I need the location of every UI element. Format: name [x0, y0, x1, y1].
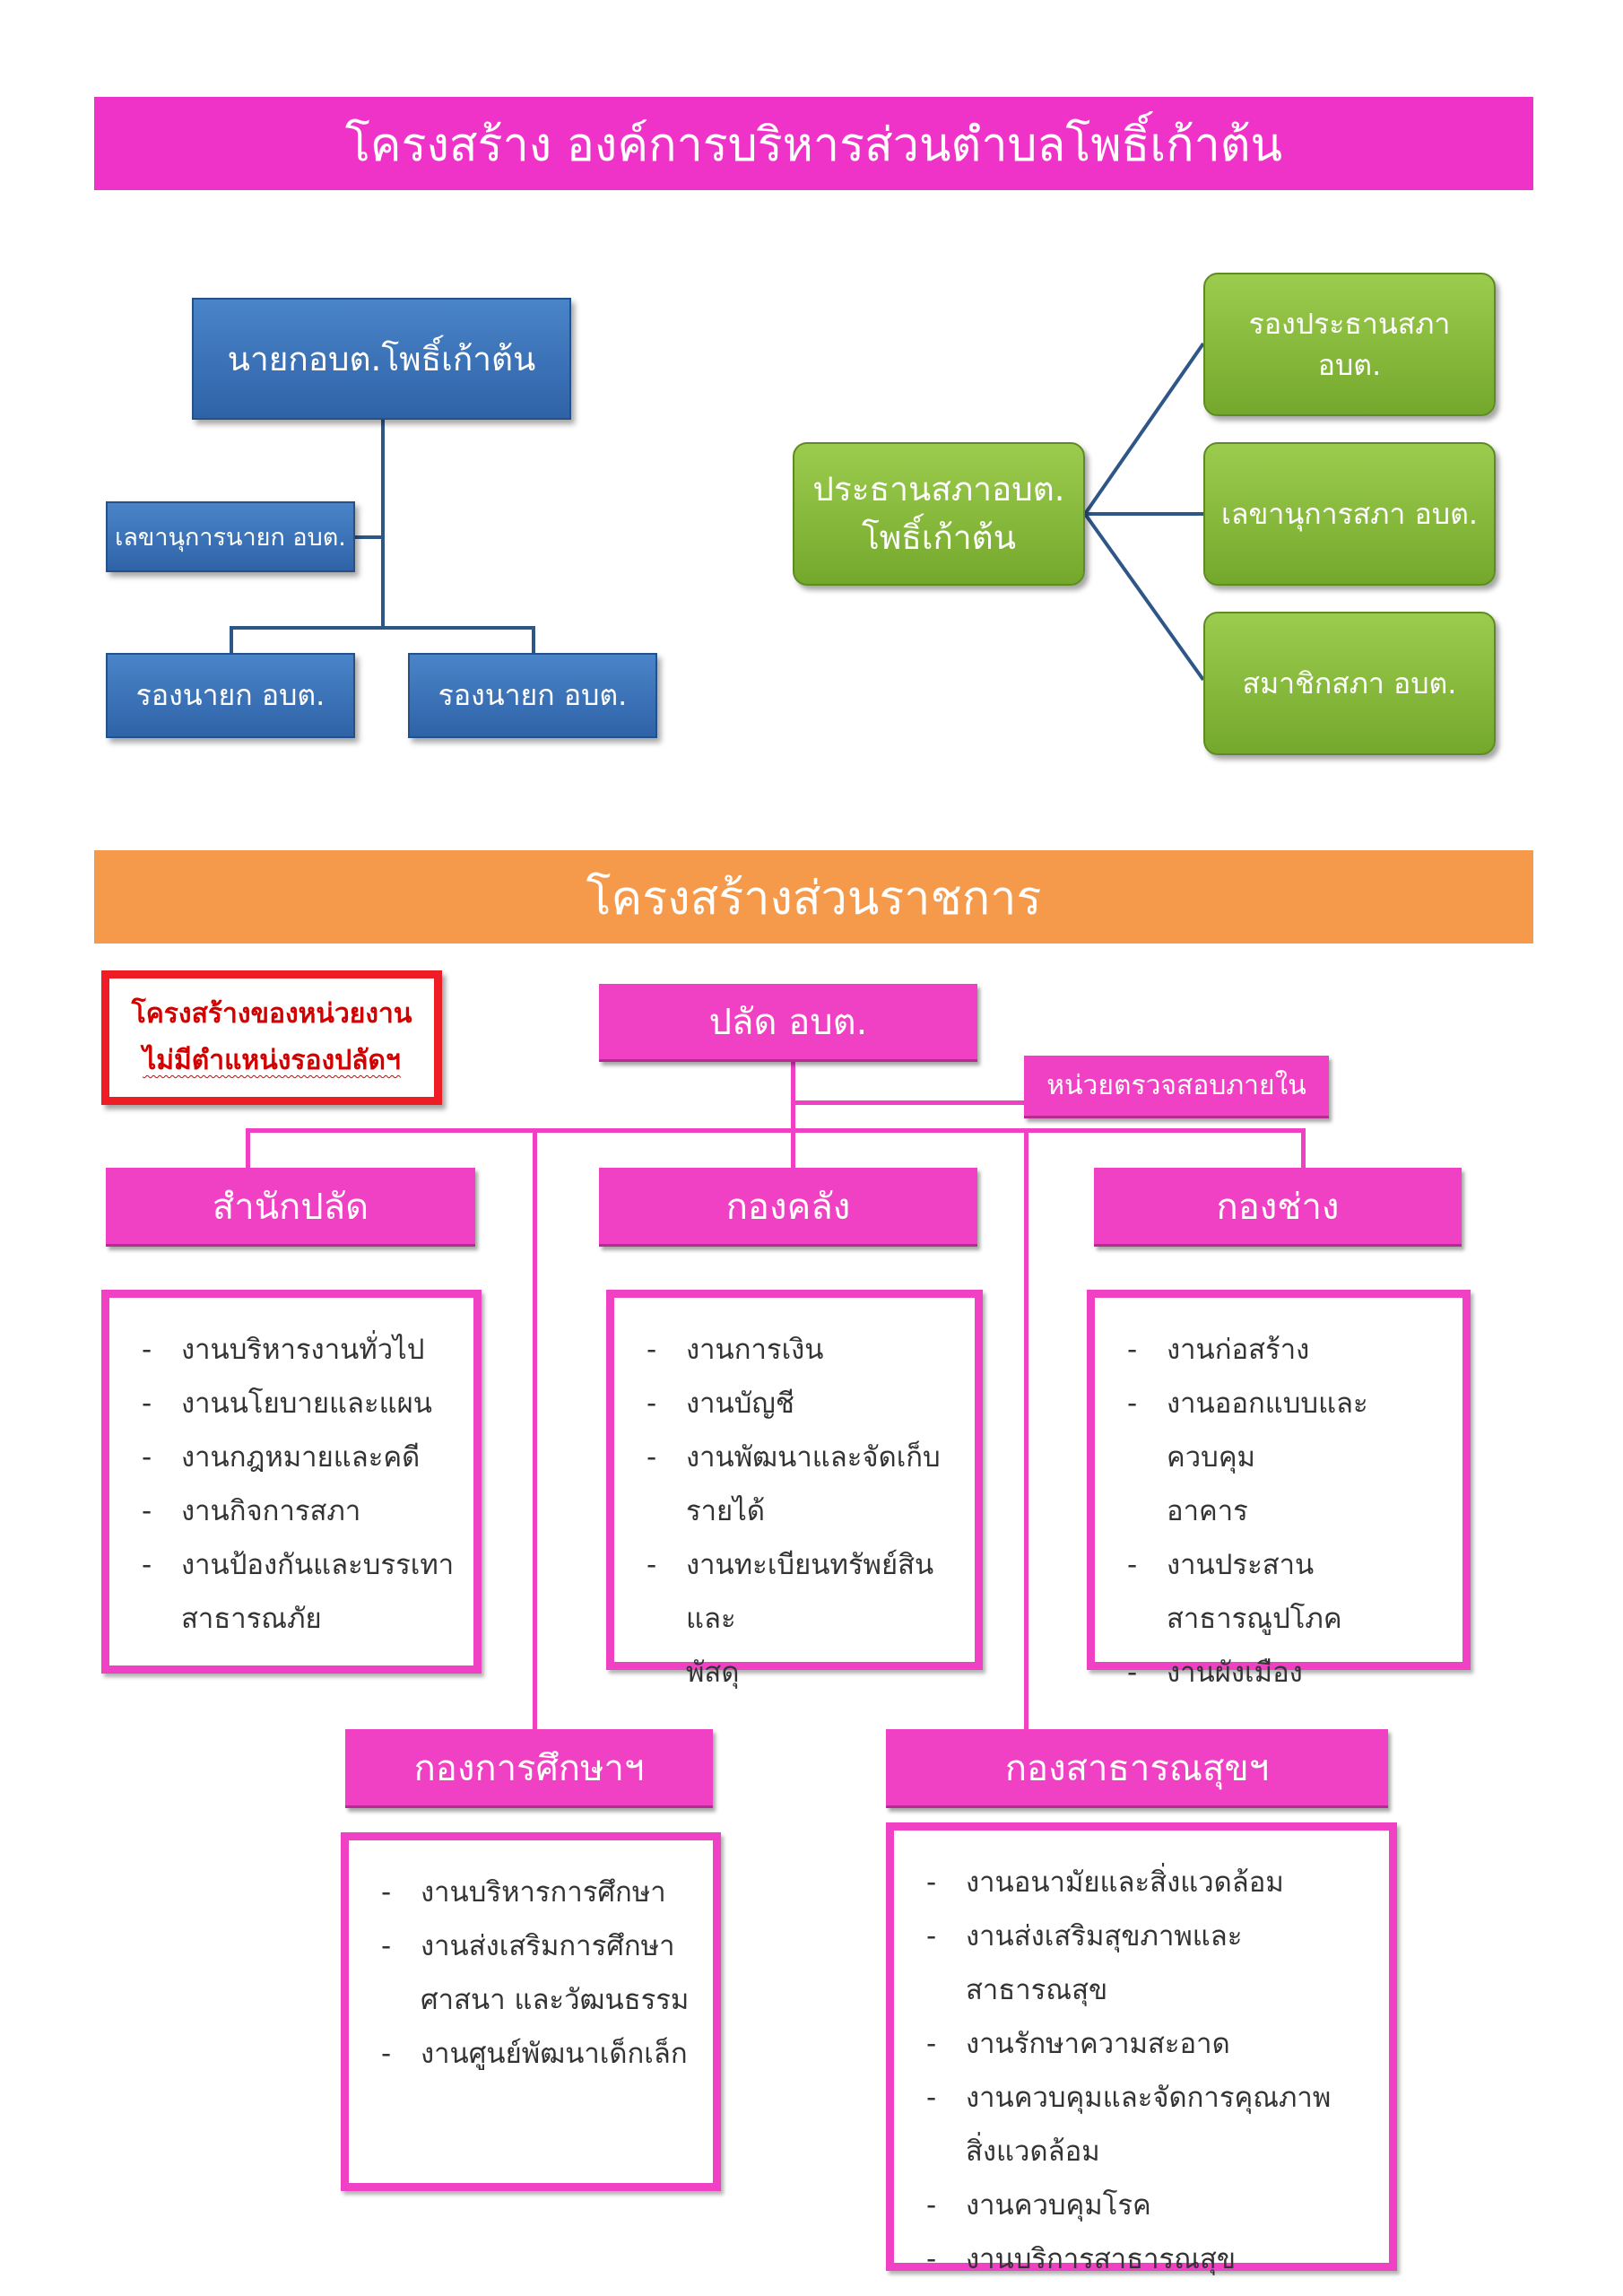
list-item: งานประสาน	[1116, 1538, 1445, 1592]
list-item: งานกิจการสภา	[131, 1484, 456, 1538]
list-item-continuation: พัสดุ	[686, 1657, 740, 1689]
mayor-label: นายกอบต.โพธิ์เก้าต้น	[227, 339, 536, 378]
list-item: งานรักษาความสะอาด	[916, 2017, 1371, 2071]
note-line2: ไม่มีตำแหน่งรองปลัดฯ	[143, 1045, 401, 1076]
division-office-box: สำนักปลัด	[106, 1168, 475, 1247]
list-item: งานผังเมือง	[1116, 1646, 1445, 1700]
health-task-list: งานอนามัยและสิ่งแวดล้อม งานส่งเสริมสุขภา…	[886, 1822, 1397, 2286]
deputy-mayor-box-right: รองนายก อบต.	[408, 653, 657, 738]
division-engineering-label: กองช่าง	[1216, 1186, 1340, 1228]
list-item: งานบริการสาธารณสุข	[916, 2232, 1371, 2286]
list-item-continuation: สาธารณภัย	[181, 1603, 322, 1635]
list-item: งานกฎหมายและคดี	[131, 1431, 456, 1484]
list-item-continuation: รายได้	[686, 1495, 765, 1527]
connector-line	[246, 1128, 1306, 1133]
council-vice-president-box: รองประธานสภา อบต.	[1203, 273, 1496, 416]
division-education-box: กองการศึกษาฯ	[345, 1729, 713, 1808]
deputy-mayor-box-left: รองนายก อบต.	[106, 653, 355, 738]
chief-admin-label: ปลัด อบต.	[708, 1002, 868, 1043]
council-secretary-box: เลขานุการสภา อบต.	[1203, 442, 1496, 586]
council-member-label: สมาชิกสภา อบต.	[1242, 665, 1457, 700]
connector-line	[353, 535, 383, 539]
council-secretary-label: เลขานุการสภา อบต.	[1220, 496, 1479, 531]
council-president-line1: ประธานสภาอบต.	[812, 470, 1065, 509]
internal-audit-label: หน่วยตรวจสอบภายใน	[1046, 1070, 1306, 1101]
list-item: งานทะเบียนทรัพย์สินและ	[636, 1538, 957, 1646]
deputy-mayor-label: รองนายก อบต.	[438, 678, 628, 712]
list-item: งานป้องกันและบรรเทา	[131, 1538, 456, 1592]
page-title-banner: โครงสร้าง องค์การบริหารส่วนตำบลโพธิ์เก้า…	[94, 97, 1533, 190]
council-vice-president-line2: อบต.	[1317, 348, 1382, 382]
admin-structure-title: โครงสร้างส่วนราชการ	[586, 871, 1042, 926]
office-task-list: งานบริหารงานทั่วไป งานนโยบายและแผน งานกฎ…	[101, 1290, 482, 1674]
list-item: งานบริหารงานทั่วไป	[131, 1323, 456, 1377]
list-item: งานออกแบบและควบคุม	[1116, 1377, 1445, 1484]
deputy-mayor-label: รองนายก อบต.	[135, 678, 325, 712]
education-task-list: งานบริหารการศึกษา งานส่งเสริมการศึกษา ศา…	[341, 1832, 721, 2191]
connector-line	[533, 1128, 537, 1729]
list-item: งานควบคุมโรค	[916, 2179, 1371, 2232]
list-item: งานควบคุมและจัดการคุณภาพ	[916, 2071, 1371, 2125]
list-item: งานอนามัยและสิ่งแวดล้อม	[916, 1856, 1371, 1909]
list-item: งานส่งเสริมการศึกษา	[370, 1919, 695, 1973]
list-item: งานบริหารการศึกษา	[370, 1866, 695, 1919]
mayor-secretary-label: เลขานุการนายก อบต.	[115, 524, 346, 552]
list-item-continuation: อาคาร	[1167, 1495, 1248, 1527]
list-item: งานศูนย์พัฒนาเด็กเล็ก	[370, 2027, 695, 2081]
division-engineering-box: กองช่าง	[1094, 1168, 1462, 1247]
note-line1: โครงสร้างของหน่วยงาน	[131, 998, 412, 1030]
connector-line	[230, 626, 233, 653]
page-title: โครงสร้าง องค์การบริหารส่วนตำบลโพธิ์เก้า…	[344, 117, 1283, 172]
council-connectors	[1083, 342, 1205, 682]
connector-line	[532, 626, 535, 653]
connector-line	[230, 626, 535, 630]
list-item: งานก่อสร้าง	[1116, 1323, 1445, 1377]
chief-admin-box: ปลัด อบต.	[599, 984, 977, 1062]
division-office-label: สำนักปลัด	[212, 1186, 369, 1228]
division-health-label: กองสาธารณสุขฯ	[1004, 1747, 1270, 1789]
mayor-secretary-box: เลขานุการนายก อบต.	[106, 501, 355, 572]
connector-line	[1301, 1128, 1306, 1168]
finance-task-list: งานการเงิน งานบัญชี งานพัฒนาและจัดเก็บ ร…	[606, 1290, 983, 1689]
connector-line	[1083, 342, 1205, 516]
admin-structure-banner: โครงสร้างส่วนราชการ	[94, 850, 1533, 944]
connector-line	[791, 1062, 795, 1168]
connector-line	[246, 1128, 250, 1168]
division-health-box: กองสาธารณสุขฯ	[886, 1729, 1388, 1808]
list-item: งานนโยบายและแผน	[131, 1377, 456, 1431]
list-item: งานพัฒนาและจัดเก็บ	[636, 1431, 957, 1484]
connector-line	[1024, 1128, 1028, 1729]
note-box: โครงสร้างของหน่วยงาน ไม่มีตำแหน่งรองปลัด…	[101, 970, 442, 1105]
council-president-box: ประธานสภาอบต. โพธิ์เก้าต้น	[793, 442, 1085, 586]
list-item-continuation: ศาสนา และวัฒนธรรม	[421, 1984, 690, 2016]
list-item: งานบัญชี	[636, 1377, 957, 1431]
division-finance-box: กองคลัง	[599, 1168, 977, 1247]
division-education-label: กองการศึกษาฯ	[413, 1747, 645, 1789]
mayor-box: นายกอบต.โพธิ์เก้าต้น	[192, 298, 571, 420]
list-item-continuation: สิ่งแวดล้อม	[966, 2135, 1100, 2168]
internal-audit-box: หน่วยตรวจสอบภายใน	[1024, 1056, 1329, 1118]
connector-line	[1083, 512, 1205, 682]
council-member-box: สมาชิกสภา อบต.	[1203, 612, 1496, 755]
connector-line	[381, 420, 385, 628]
list-item: งานการเงิน	[636, 1323, 957, 1377]
division-finance-label: กองคลัง	[725, 1186, 851, 1228]
council-president-line2: โพธิ์เก้าต้น	[862, 518, 1016, 557]
list-item-continuation: สาธารณูปโภค	[1167, 1603, 1342, 1635]
council-vice-president-line1: รองประธานสภา	[1248, 306, 1451, 341]
list-item: งานส่งเสริมสุขภาพและสาธารณสุข	[916, 1909, 1371, 2017]
connector-line	[791, 1100, 1028, 1105]
engineering-task-list: งานก่อสร้าง งานออกแบบและควบคุม อาคาร งาน…	[1087, 1290, 1471, 1700]
